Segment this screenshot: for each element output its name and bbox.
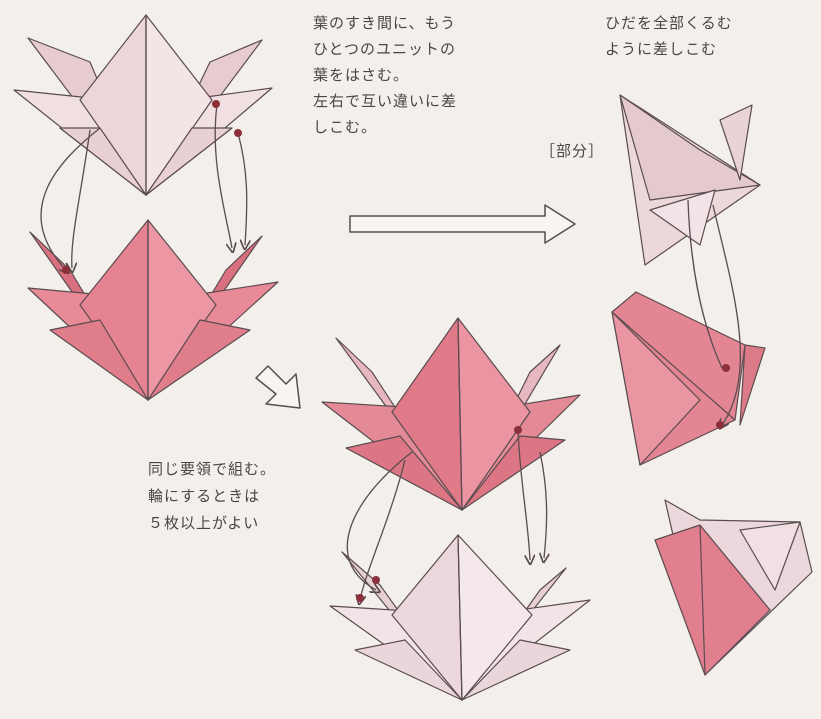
connection-arrows: [40, 103, 741, 600]
bottom-light-unit: [329, 534, 591, 701]
partial-pink-piece: [611, 291, 766, 466]
hollow-arrow-right: [349, 204, 576, 244]
center-pink-unit: [321, 317, 581, 511]
insertion-dots: [62, 100, 730, 602]
partial-label: ［部分］: [540, 142, 605, 160]
top-left-light-unit: [13, 14, 273, 196]
instruction-insert-leaves: 葉のすき間に、もう ひとつのユニットの 葉をはさむ。 左右で互い違いに差 しこむ…: [313, 14, 458, 136]
instruction-repeat: 同じ要領で組む。 輪にするときは ５枚以上がよい: [148, 460, 277, 532]
left-pink-unit: [27, 219, 279, 401]
partial-light-piece: [619, 94, 761, 266]
instruction-tuck-folds: ひだを全部くるむ ように差しこむ: [605, 14, 733, 58]
partial-combined-piece: [654, 499, 813, 676]
hollow-arrow-down-right: [255, 365, 301, 409]
